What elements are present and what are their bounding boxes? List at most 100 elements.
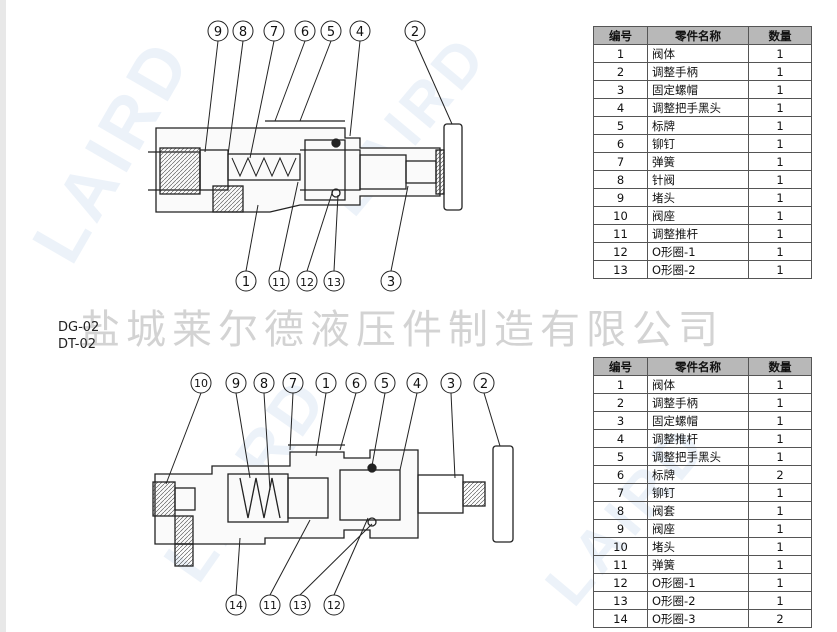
cell-number: 4 (593, 98, 648, 117)
cell-quantity: 1 (748, 555, 812, 574)
cell-number: 1 (593, 44, 648, 63)
cell-number: 1 (593, 375, 648, 394)
callout-7: 7 (270, 25, 278, 40)
cell-number: 10 (593, 206, 648, 225)
model-label-dg: DG-02 (58, 320, 100, 335)
bottom-valve-drawing (152, 444, 514, 567)
cell-part-name: 阀座 (647, 206, 749, 225)
cell-part-name: O形圈-3 (647, 609, 749, 628)
cell-quantity: 1 (748, 483, 812, 502)
callout-6: 6 (301, 25, 309, 40)
cell-part-name: 阀体 (647, 375, 749, 394)
cell-quantity: 1 (748, 62, 812, 81)
header-number: 编号 (593, 357, 648, 376)
callout-5: 5 (381, 377, 389, 392)
cell-part-name: 阀套 (647, 501, 749, 520)
cell-quantity: 1 (748, 411, 812, 430)
cell-part-name: 阀座 (647, 519, 749, 538)
cell-number: 9 (593, 519, 648, 538)
cell-number: 12 (593, 242, 648, 261)
cell-number: 3 (593, 411, 648, 430)
cell-quantity: 1 (748, 98, 812, 117)
model-label-dt: DT-02 (58, 337, 96, 352)
callout-8: 8 (239, 25, 247, 40)
cell-quantity: 1 (748, 429, 812, 448)
cell-number: 2 (593, 62, 648, 81)
cell-quantity: 2 (748, 609, 812, 628)
cell-part-name: 针阀 (647, 170, 749, 189)
cell-part-name: 弹簧 (647, 555, 749, 574)
callout-12: 12 (300, 276, 314, 289)
cell-number: 6 (593, 465, 648, 484)
cell-number: 11 (593, 555, 648, 574)
callout-12: 12 (327, 599, 341, 612)
cell-quantity: 1 (748, 44, 812, 63)
callout-13: 13 (293, 599, 307, 612)
callout-8: 8 (260, 377, 268, 392)
cell-number: 7 (593, 483, 648, 502)
cell-quantity: 1 (748, 591, 812, 610)
company-watermark: 盐城莱尔德液压件制造有限公司 (80, 307, 724, 353)
cell-part-name: 阀体 (647, 44, 749, 63)
cell-part-name: 调整推杆 (647, 224, 749, 243)
callout-numbers: 9 8 7 6 5 4 2 1 11 12 13 3 10 9 8 7 1 6 … (194, 25, 488, 612)
cell-quantity: 1 (748, 501, 812, 520)
cell-part-name: O形圈-2 (647, 591, 749, 610)
cell-quantity: 1 (748, 393, 812, 412)
cell-part-name: O形圈-1 (647, 573, 749, 592)
cell-number: 14 (593, 609, 648, 628)
callout-3: 3 (447, 377, 455, 392)
callout-5: 5 (327, 25, 335, 40)
cell-part-name: 堵头 (647, 188, 749, 207)
callout-1: 1 (242, 275, 250, 290)
cell-part-name: 调整推杆 (647, 429, 749, 448)
cell-part-name: 铆钉 (647, 134, 749, 153)
cell-part-name: 调整把手黑头 (647, 447, 749, 466)
cell-quantity: 1 (748, 134, 812, 153)
header-quantity: 数量 (748, 26, 812, 45)
left-edge-strip (0, 0, 6, 632)
cell-quantity: 1 (748, 519, 812, 538)
cell-quantity: 1 (748, 242, 812, 261)
cell-part-name: 标牌 (647, 465, 749, 484)
cell-number: 3 (593, 80, 648, 99)
callout-13: 13 (327, 276, 341, 289)
bottom-callouts (165, 372, 501, 616)
cell-quantity: 1 (748, 260, 812, 279)
cell-part-name: 固定螺帽 (647, 80, 749, 99)
cell-number: 4 (593, 429, 648, 448)
cell-number: 5 (593, 447, 648, 466)
cell-quantity: 1 (748, 170, 812, 189)
cell-number: 7 (593, 152, 648, 171)
cell-part-name: 堵头 (647, 537, 749, 556)
cell-quantity: 1 (748, 152, 812, 171)
cell-number: 10 (593, 537, 648, 556)
callout-9: 9 (232, 377, 240, 392)
cell-part-name: O形圈-2 (647, 260, 749, 279)
header-number: 编号 (593, 26, 648, 45)
cell-part-name: 固定螺帽 (647, 411, 749, 430)
